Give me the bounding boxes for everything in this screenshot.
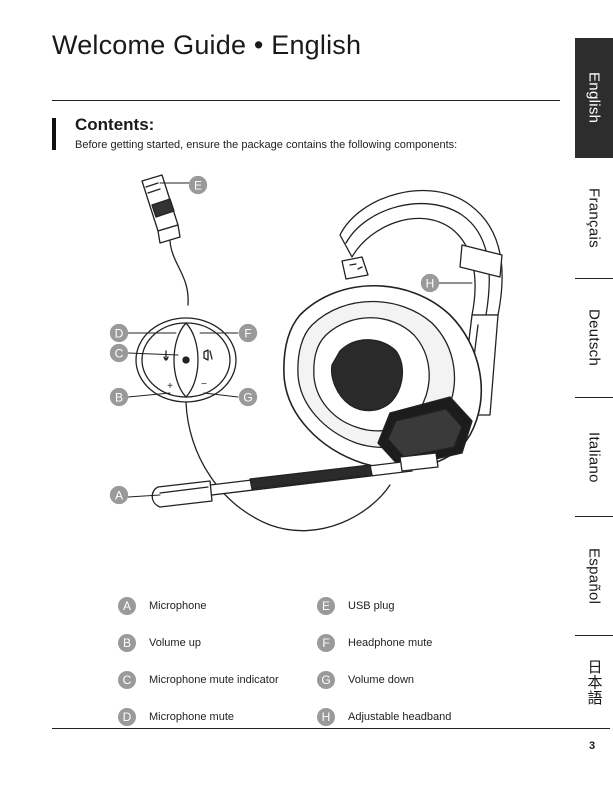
- badge-letter: D: [118, 708, 136, 726]
- list-item-label: Microphone: [149, 600, 207, 612]
- tab-label: Français: [585, 188, 603, 248]
- tab-label: 日本語: [585, 659, 603, 705]
- callout-f: F: [238, 323, 258, 343]
- usb-cable: [169, 240, 189, 306]
- usb-plug: [141, 174, 181, 244]
- tab-divider: [575, 278, 613, 279]
- list-item-label: Headphone mute: [348, 637, 433, 649]
- page-title: Welcome Guide • English: [52, 30, 362, 60]
- headset-cable: [185, 401, 391, 532]
- list-item-label: Microphone mute indicator: [149, 674, 279, 686]
- list-item: E USB plug: [317, 594, 394, 618]
- list-item: F Headphone mute: [317, 631, 432, 655]
- list-item: H Adjustable headband: [317, 705, 451, 729]
- inline-remote: + −: [135, 317, 237, 403]
- callout-a: A: [109, 485, 129, 505]
- tab-label: Deutsch: [585, 309, 603, 367]
- callout-letter: A: [115, 489, 123, 503]
- list-item-label: Adjustable headband: [348, 711, 452, 723]
- callout-c: C: [109, 343, 129, 363]
- tab-deutsch[interactable]: Deutsch: [575, 279, 613, 397]
- list-item-label: Microphone mute: [149, 711, 234, 723]
- tab-english[interactable]: English: [575, 38, 613, 158]
- section-title: Contents:: [75, 115, 155, 134]
- headset-illustration: + −: [109, 174, 503, 532]
- callout-g: G: [238, 387, 258, 407]
- top-divider: [52, 100, 560, 101]
- badge-letter: G: [317, 671, 335, 689]
- badge-letter: E: [317, 597, 335, 615]
- callout-letter: H: [426, 277, 435, 291]
- microphone-boom: [151, 452, 439, 508]
- ear-cup: [283, 284, 483, 470]
- list-item: B Volume up: [118, 631, 201, 655]
- list-item: A Microphone: [118, 594, 206, 618]
- callout-e: E: [188, 175, 208, 195]
- tab-italiano[interactable]: Italiano: [575, 398, 613, 516]
- tab-label: Italiano: [585, 431, 603, 483]
- tab-label: English: [585, 72, 603, 124]
- tab-japanese[interactable]: 日本語: [575, 636, 613, 728]
- callout-letter: D: [115, 327, 124, 341]
- tab-francais[interactable]: Français: [575, 158, 613, 278]
- callout-letter: F: [244, 327, 251, 341]
- volume-up-symbol: +: [167, 381, 173, 392]
- list-item: C Microphone mute indicator: [118, 668, 279, 692]
- badge-letter: F: [317, 634, 335, 652]
- list-item: D Microphone mute: [118, 705, 234, 729]
- badge-letter: B: [118, 634, 136, 652]
- callout-letter: C: [115, 347, 124, 361]
- list-item: G Volume down: [317, 668, 414, 692]
- badge-letter: A: [118, 597, 136, 615]
- list-item-label: USB plug: [348, 600, 395, 612]
- callout-letter: G: [243, 391, 252, 405]
- callout-letter: B: [115, 391, 123, 405]
- badge-letter: H: [317, 708, 335, 726]
- page-number: 3: [589, 740, 596, 752]
- callout-d: D: [109, 323, 129, 343]
- bottom-divider: [52, 728, 610, 729]
- tab-espanol[interactable]: Español: [575, 517, 613, 635]
- callout-b: B: [109, 387, 129, 407]
- list-item-label: Volume up: [149, 637, 201, 649]
- tab-divider: [575, 397, 613, 398]
- section-intro: Before getting started, ensure the packa…: [75, 139, 458, 151]
- component-legend: A Microphone B Volume up C Microphone mu…: [118, 594, 518, 726]
- list-item-label: Volume down: [348, 674, 415, 686]
- callout-leaders: [127, 182, 473, 498]
- volume-down-symbol: −: [201, 379, 207, 390]
- callout-h: H: [420, 273, 440, 293]
- tab-divider: [575, 516, 613, 517]
- badge-letter: C: [118, 671, 136, 689]
- tab-divider: [575, 635, 613, 636]
- tab-label: Español: [585, 547, 603, 605]
- section-marker: [52, 118, 56, 150]
- callout-letter: E: [194, 179, 202, 193]
